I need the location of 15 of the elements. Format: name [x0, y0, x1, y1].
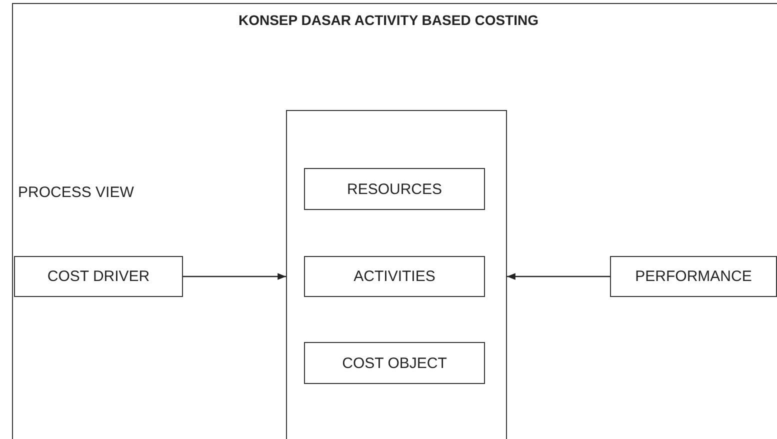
- process-box: [610, 256, 777, 297]
- process-box: [304, 168, 485, 210]
- side-label: PROCESS VIEW: [18, 184, 134, 201]
- process-box: [14, 256, 183, 297]
- box-label: COST OBJECT: [342, 354, 447, 372]
- box-label: PERFORMANCE: [635, 268, 752, 285]
- box-label: COST DRIVER: [47, 268, 150, 285]
- box-label: RESOURCES: [346, 180, 442, 198]
- arrow: [507, 273, 610, 280]
- process-box: [304, 342, 485, 384]
- diagram-title: KONSEP DASAR ACTIVITY BASED COSTING: [237, 12, 540, 28]
- arrow: [183, 273, 286, 280]
- process-box: [304, 256, 485, 297]
- box-label: ACTIVITIES: [354, 268, 436, 285]
- container-box: [286, 110, 507, 439]
